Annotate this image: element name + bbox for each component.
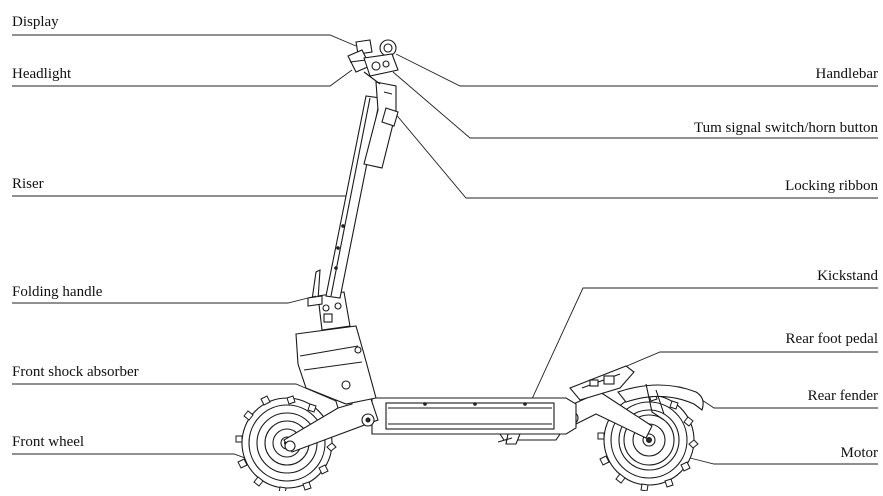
label-display: Display	[12, 14, 59, 30]
label-riser: Riser	[12, 176, 44, 192]
kickstand	[497, 433, 521, 445]
leader-front-wheel	[12, 453, 257, 463]
label-folding-handle: Folding handle	[12, 284, 103, 300]
label-headlight: Headlight	[12, 66, 72, 82]
label-kickstand: Kickstand	[817, 268, 878, 284]
leader-folding-handle	[12, 295, 317, 304]
label-front-shock-absorber: Front shock absorber	[12, 364, 139, 380]
leader-lines	[12, 34, 878, 465]
label-locking-ribbon: Locking ribbon	[785, 178, 878, 194]
leader-rear-foot-pedal	[621, 351, 878, 369]
cockpit	[347, 39, 399, 85]
label-turn-signal: Tum signal switch/horn button	[693, 120, 878, 136]
rear-swingarm	[559, 365, 653, 439]
riser	[325, 81, 397, 299]
leader-locking-ribbon	[393, 111, 878, 199]
deck	[371, 397, 577, 441]
leader-headlight	[12, 69, 353, 87]
label-rear-foot-pedal: Rear foot pedal	[785, 331, 878, 347]
leader-kickstand	[513, 287, 878, 439]
label-rear-fender: Rear fender	[807, 388, 878, 404]
leader-rear-fender	[701, 399, 878, 409]
label-handlebar: Handlebar	[815, 66, 878, 82]
leader-handlebar	[395, 53, 878, 87]
label-motor: Motor	[840, 445, 879, 461]
leader-display	[12, 34, 357, 47]
locking-ribbon	[381, 107, 399, 127]
leader-front-shock	[12, 383, 339, 403]
leader-motor	[689, 457, 878, 465]
head-tube	[295, 291, 377, 405]
label-front-wheel: Front wheel	[12, 434, 85, 450]
folding-handle	[307, 269, 323, 307]
leader-turn-signal	[392, 71, 878, 139]
rear-fender	[617, 383, 704, 421]
